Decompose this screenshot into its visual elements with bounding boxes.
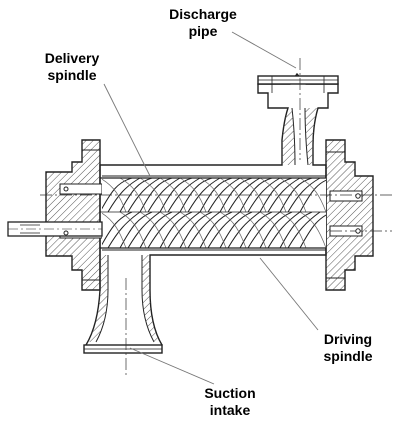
right-end-cover — [325, 139, 374, 291]
suction-intake-label-line1: Suction — [204, 385, 256, 401]
delivery-spindle-label: Delivery spindle — [34, 50, 110, 84]
driving-spindle-label-line2: spindle — [323, 348, 373, 364]
driving-spindle-label: Driving spindle — [312, 331, 384, 365]
driving-spindle — [102, 212, 326, 249]
discharge-pipe-label-line1: Discharge — [169, 6, 237, 22]
discharge-pipe-label: Discharge pipe — [160, 6, 246, 40]
driving-spindle-label-line1: Driving — [323, 331, 373, 347]
delivery-spindle-label-line1: Delivery — [44, 50, 100, 66]
suction-flange — [83, 344, 163, 354]
drive-shaft — [7, 221, 103, 237]
suction-intake-label: Suction intake — [190, 385, 270, 419]
suction-intake-label-line2: intake — [209, 402, 251, 418]
leader-lines — [103, 31, 319, 385]
discharge-pipe-label-line2: pipe — [188, 23, 218, 39]
left-end-cover — [45, 139, 103, 291]
delivery-spindle-label-line2: spindle — [47, 67, 97, 83]
discharge-flange — [257, 75, 339, 93]
